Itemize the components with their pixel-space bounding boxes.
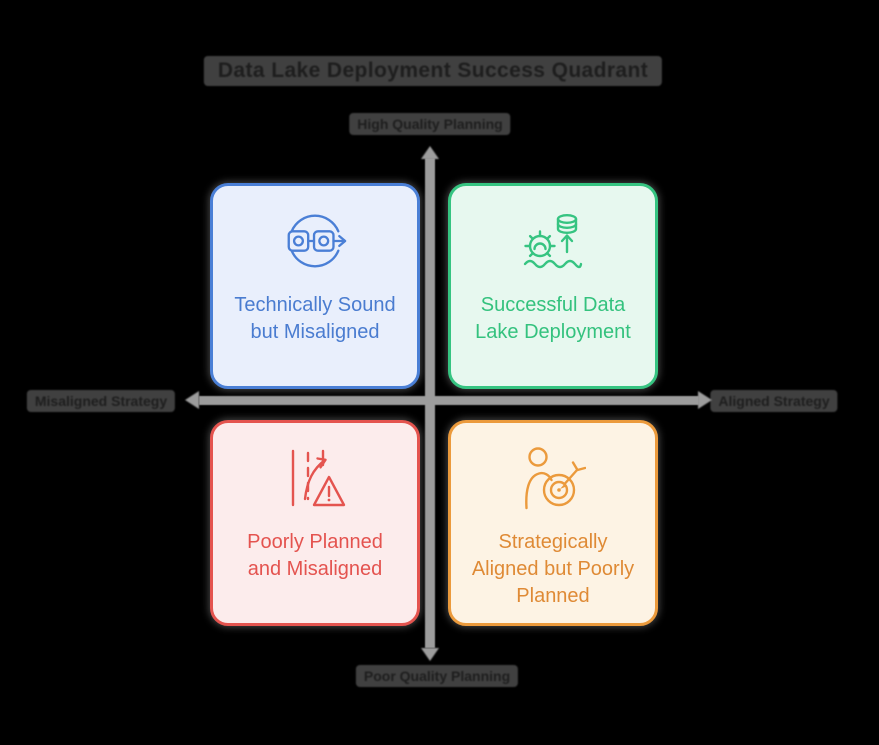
caption-line: but Misaligned	[250, 321, 380, 343]
axis-arrow-down-icon	[421, 648, 439, 661]
caption-line: and Misaligned	[247, 558, 383, 580]
caption-line: Successful Data	[480, 294, 626, 316]
axis-arrow-up-icon	[421, 146, 439, 159]
quadrant-caption: Successful Data Lake Deployment	[475, 292, 631, 346]
quadrant-card-poorly-planned: Poorly Planned and Misaligned	[210, 420, 420, 626]
caption-line: Strategically	[498, 531, 608, 553]
road-warning-icon	[283, 447, 347, 509]
caption-line: Planned	[516, 585, 590, 607]
axis-arrow-left-icon	[185, 391, 199, 409]
quadrant-card-successful-deployment: Successful Data Lake Deployment	[448, 183, 658, 389]
axis-label-right: Aligned Strategy	[710, 390, 838, 412]
caption-line: Aligned but Poorly	[471, 558, 635, 580]
axis-arrow-right-icon	[698, 391, 712, 409]
quadrant-card-technically-sound: Technically Sound but Misaligned	[210, 183, 420, 389]
pipeline-sync-icon	[280, 210, 350, 272]
diagram-title: Data Lake Deployment Success Quadrant	[203, 56, 663, 86]
quadrant-caption: Technically Sound but Misaligned	[234, 292, 395, 346]
quadrant-caption: Strategically Aligned but Poorly Planned	[472, 529, 634, 610]
quadrant-caption: Poorly Planned and Misaligned	[247, 529, 383, 583]
horizontal-axis-line	[199, 396, 699, 405]
person-target-icon	[520, 447, 586, 510]
caption-line: Poorly Planned	[247, 531, 383, 553]
caption-line: Technically Sound	[234, 294, 396, 316]
axis-label-top: High Quality Planning	[349, 113, 511, 135]
data-lake-launch-icon	[520, 210, 586, 272]
caption-line: Lake Deployment	[475, 321, 631, 343]
axis-label-bottom: Poor Quality Planning	[355, 665, 519, 687]
axis-label-left: Misaligned Strategy	[26, 390, 176, 412]
quadrant-card-strategically-aligned: Strategically Aligned but Poorly Planned	[448, 420, 658, 626]
